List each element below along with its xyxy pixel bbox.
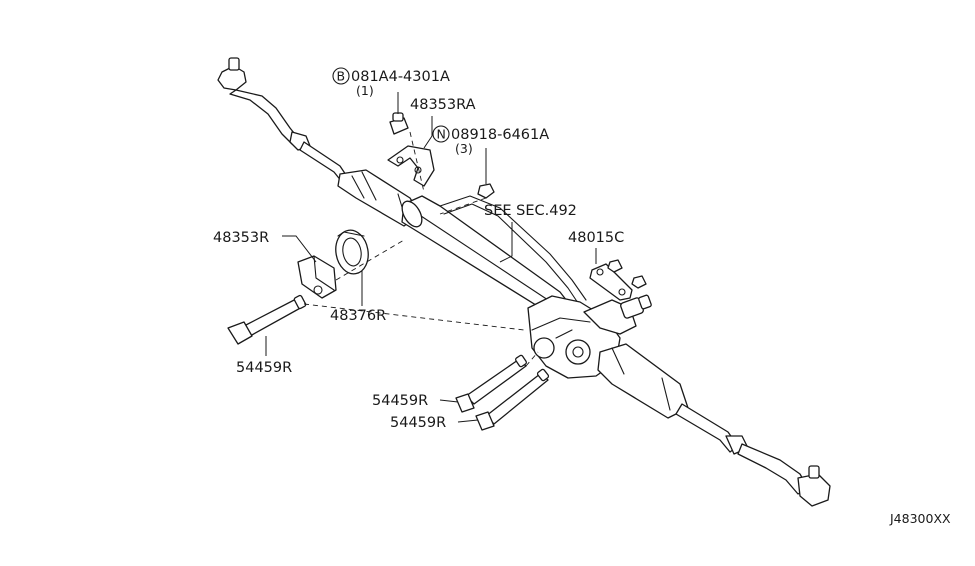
- right-tie-rod: [675, 403, 831, 507]
- insulator-r-label: 48376R: [330, 308, 386, 324]
- long-bolt-mid-lower: [475, 368, 550, 431]
- bolt-b-prefix-circle: [332, 67, 350, 85]
- gear-body: [527, 294, 652, 379]
- bolt-mid-lower-label: 54459R: [390, 415, 446, 431]
- long-bolt-mid-upper: [455, 354, 527, 413]
- plate-kit-48015c: [589, 259, 647, 301]
- diagram-code: J48300XX: [889, 511, 951, 526]
- nut-n-part-label: 08918-6461A: [451, 127, 549, 143]
- rack-housing: [401, 195, 587, 321]
- nut-n-qty: (3): [455, 141, 473, 156]
- flange-bolt-small: [389, 112, 409, 135]
- bolt-mid-upper-label: 54459R: [372, 393, 428, 409]
- long-bolt-left: [227, 294, 307, 345]
- leader-lines: [265, 92, 597, 423]
- bolt-b-part-label: 081A4-4301A: [351, 69, 450, 85]
- bolt-b-prefix: B: [337, 69, 346, 84]
- bracket-r-label: 48353R: [213, 230, 269, 246]
- nut-n-prefix-circle: [432, 125, 450, 143]
- clamp-ra-label: 48353RA: [410, 97, 476, 113]
- hex-nut: [477, 183, 495, 199]
- left-tie-rod: [217, 57, 349, 183]
- see-sec-label: SEE SEC.492: [484, 203, 577, 219]
- nut-n-prefix: N: [437, 127, 446, 142]
- alignment-lines: [303, 131, 539, 367]
- right-boot: [597, 343, 689, 419]
- clamp-48353ra: [387, 145, 435, 187]
- insulator-48376r: [335, 229, 369, 275]
- plate-kit-label: 48015C: [568, 230, 624, 246]
- bolt-b-qty: (1): [356, 83, 374, 98]
- bolt-left-label: 54459R: [236, 360, 292, 376]
- bracket-48353r: [297, 255, 337, 299]
